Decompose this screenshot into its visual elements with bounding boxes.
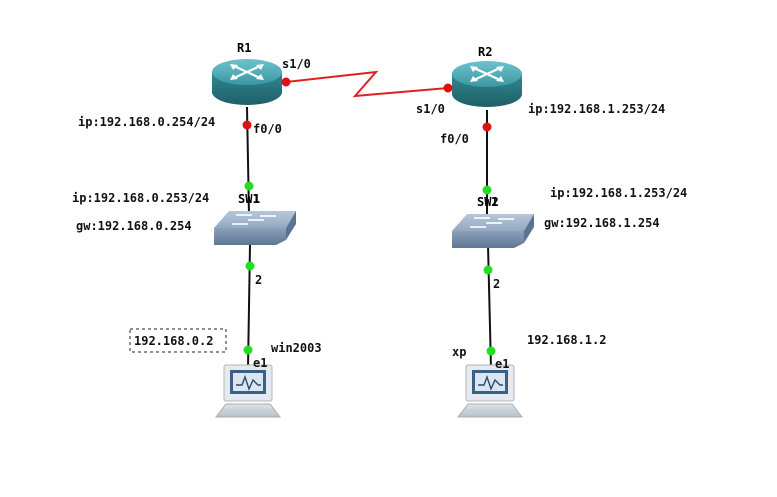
switch-name-sw1: SW1 <box>238 192 260 206</box>
router-port-label-r1-serial: s1/0 <box>282 57 311 71</box>
host-name-xp: xp <box>452 345 466 359</box>
port-dot-r2-eth <box>482 122 492 132</box>
port-dot-sw1-down <box>245 261 255 271</box>
host-win2003[interactable] <box>214 364 282 418</box>
switch-port-up-sw1: 1 <box>253 192 260 206</box>
computer-icon <box>456 364 524 418</box>
router-name-r1: R1 <box>237 41 251 55</box>
switch-gw-label-sw2: gw:192.168.1.254 <box>544 216 660 230</box>
serial-link-r1-r2[interactable] <box>285 70 449 98</box>
router-port-label-r1-eth: f0/0 <box>253 122 282 136</box>
router-icon <box>212 59 282 105</box>
router-icon <box>452 61 522 107</box>
router-ip-label-r1: ip:192.168.0.254/24 <box>78 115 215 129</box>
port-dot-h2 <box>486 346 496 356</box>
port-dot-r2-serial <box>443 83 453 93</box>
port-dot-sw2-down <box>483 265 493 275</box>
host-name-win2003: win2003 <box>271 341 322 355</box>
host-port-label-win2003: e1 <box>253 356 267 370</box>
router-port-label-r2-serial: s1/0 <box>416 102 445 116</box>
switch-gw-label-sw1: gw:192.168.0.254 <box>76 219 192 233</box>
switch-ip-label-sw2: ip:192.168.1.253/24 <box>550 186 687 200</box>
host-xp[interactable] <box>456 364 524 418</box>
switch-port-down-sw2: 2 <box>493 277 500 291</box>
router-name-r2: R2 <box>478 45 492 59</box>
host-ip-label-xp: 192.168.1.2 <box>527 333 606 347</box>
port-dot-sw1-up <box>244 181 254 191</box>
port-dot-sw2-up <box>482 185 492 195</box>
switch-port-up-sw2: 1 <box>491 195 498 209</box>
port-dot-h1 <box>243 345 253 355</box>
host-ip-box-win2003 <box>129 328 227 353</box>
router-port-label-r2-eth: f0/0 <box>440 132 469 146</box>
switch-icon <box>452 214 534 248</box>
switch-sw2[interactable] <box>452 214 534 248</box>
switch-sw1[interactable] <box>214 211 296 245</box>
port-dot-r1-eth <box>242 120 252 130</box>
host-port-label-xp: e1 <box>495 357 509 371</box>
switch-icon <box>214 211 296 245</box>
switch-port-down-sw1: 2 <box>255 273 262 287</box>
router-r2[interactable] <box>452 61 522 107</box>
switch-ip-label-sw1: ip:192.168.0.253/24 <box>72 191 209 205</box>
switch-name-sw2: SW2 <box>477 195 499 209</box>
router-r1[interactable] <box>212 59 282 105</box>
router-ip-label-r2: ip:192.168.1.253/24 <box>528 102 665 116</box>
port-dot-r1-serial <box>281 77 291 87</box>
computer-icon <box>214 364 282 418</box>
host-ip-label-win2003: 192.168.0.2 <box>134 334 213 348</box>
